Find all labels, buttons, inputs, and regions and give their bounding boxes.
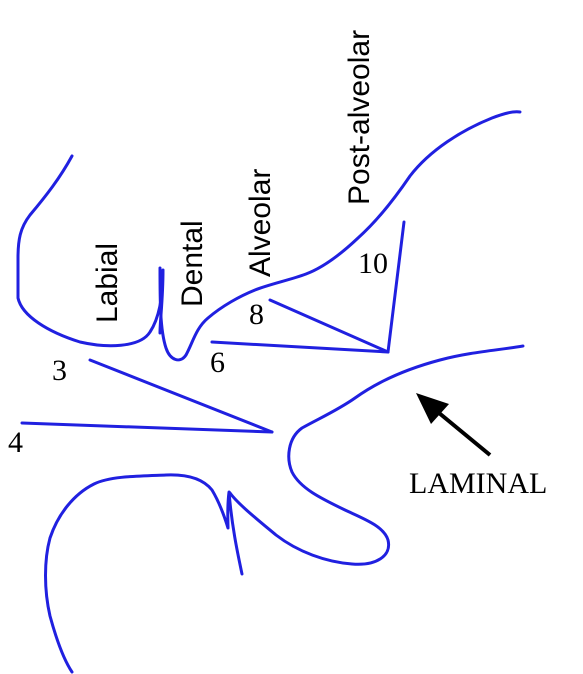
laminal-arrowhead [416,393,449,424]
label-angle-3: 3 [52,354,67,387]
guide-line-10 [386,220,406,354]
laminal-arrow-shaft [431,406,492,457]
guide-line-4 [20,421,274,434]
laminal-label: LAMINAL [409,467,547,500]
label-alveolar: Alveolar [244,169,277,277]
label-angle-10: 10 [358,247,388,280]
upper-lip-outline [16,154,165,348]
label-post-alveolar: Post-alveolar [343,30,376,205]
label-angle-8: 8 [249,298,264,331]
label-angle-6: 6 [210,346,225,379]
lower-teeth-outline [44,473,244,674]
label-labial: Labial [91,243,124,323]
label-dental: Dental [176,220,209,307]
tongue-outline [228,344,525,566]
guide-line-6 [210,340,390,354]
guide-line-8 [268,298,390,354]
upper-teeth-palate-outline [158,110,522,362]
guide-line-3 [88,358,274,434]
label-angle-4: 4 [8,426,23,459]
